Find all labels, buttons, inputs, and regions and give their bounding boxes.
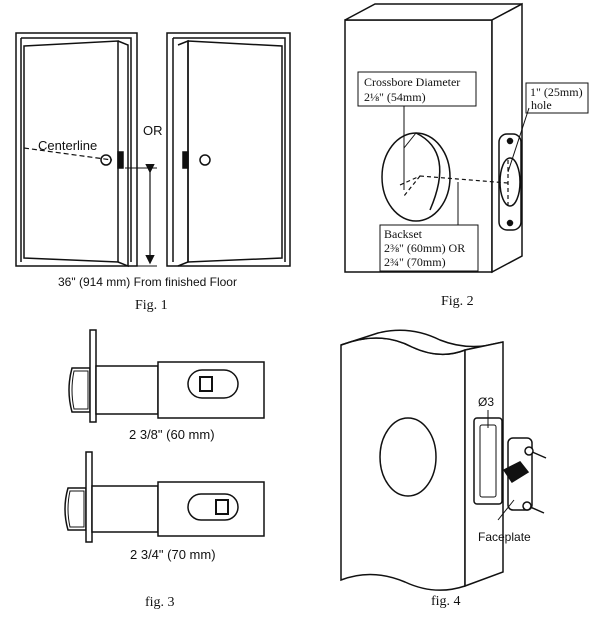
latch-70mm [64,451,265,543]
height-label: 36" (914 mm) From finished Floor [58,275,237,289]
fig2-panel [344,2,589,274]
fig2-caption: Fig. 2 [441,294,474,309]
crossbore-title: Crossbore Diameter [364,75,460,89]
crossbore-label-box [357,71,477,107]
diameter-label: Ø3 [478,395,494,409]
fig1-panel [15,32,291,268]
door-bore-hole [379,417,437,497]
crossbore-value: 2⅛" (54mm) [364,90,426,104]
hole-label: hole [531,98,552,112]
faceplate-label: Faceplate [478,530,531,544]
fig3-panel [64,329,265,543]
centerline-line [23,147,113,161]
hole-value: 1" (25mm) [530,85,583,99]
fig4-panel [340,329,547,591]
left-door [15,32,138,268]
backset-title: Backset [384,227,423,241]
right-door [166,32,291,267]
latch2-label: 2 3/4" (70 mm) [130,547,216,562]
or-label: OR [143,123,163,138]
backset-value-1: 2⅜" (60mm) OR [384,241,465,255]
fig3-caption: fig. 3 [145,595,175,610]
fig1-caption: Fig. 1 [135,298,168,313]
latch-60mm [68,329,265,423]
screw-bottom [522,501,545,514]
hole-label-box [525,82,589,114]
backset-value-2: 2¾" (70mm) [384,255,446,269]
backset-label-box [379,224,479,272]
latch1-label: 2 3/8" (60 mm) [129,427,215,442]
fig4-caption: fig. 4 [431,594,461,609]
centerline-label: Centerline [38,138,97,153]
screw-top [524,446,547,459]
